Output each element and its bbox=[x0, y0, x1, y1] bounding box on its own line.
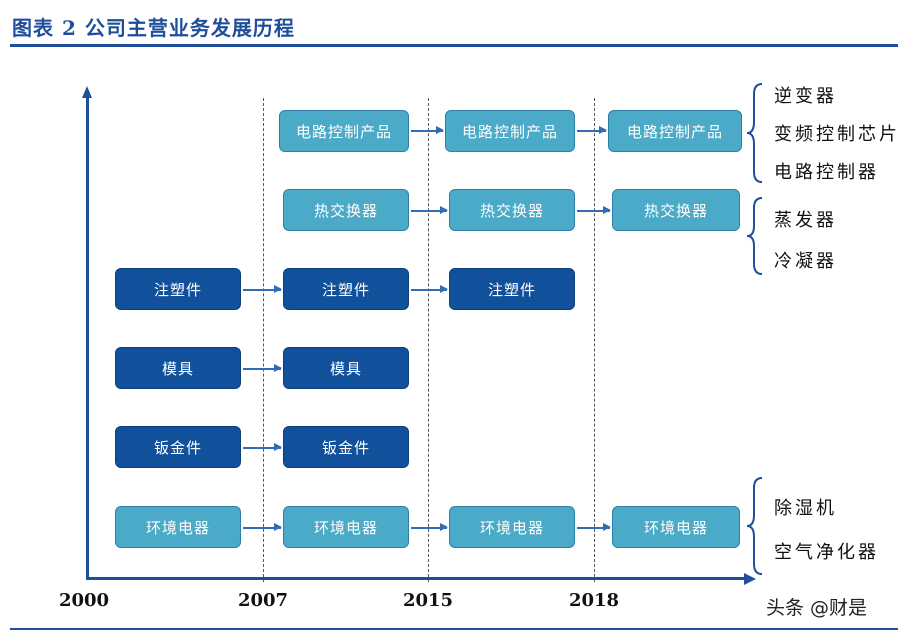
brace-item-condenser: 冷凝器 bbox=[774, 251, 837, 272]
brace-item-vfd-chip: 变频控制芯片 bbox=[774, 124, 900, 145]
brace-item-evaporator: 蒸发器 bbox=[774, 210, 837, 231]
connector-arrow bbox=[411, 286, 448, 292]
sheet-metal-box-2000: 钣金件 bbox=[115, 426, 241, 468]
environment-box-2000: 环境电器 bbox=[115, 506, 241, 548]
divider-2018 bbox=[594, 98, 595, 582]
y-axis-arrow-icon bbox=[82, 86, 92, 98]
connector-arrow bbox=[577, 524, 611, 530]
connector-arrow bbox=[411, 524, 448, 530]
brace-item-inverter: 逆变器 bbox=[774, 86, 837, 107]
connector-arrow bbox=[577, 207, 611, 213]
connector-arrow bbox=[243, 444, 282, 450]
heat-exchanger-box-2007: 热交换器 bbox=[283, 189, 409, 231]
figure-title: 图表 2 公司主营业务发展历程 bbox=[12, 16, 295, 40]
heat-exchanger-brace-icon bbox=[746, 197, 763, 275]
watermark-text: 头条 @财是 bbox=[766, 597, 868, 619]
x-axis-line bbox=[86, 577, 746, 580]
title-rule bbox=[10, 44, 898, 47]
y-axis-line bbox=[86, 96, 89, 580]
circuit-control-brace-icon bbox=[746, 83, 763, 183]
circuit-control-box-2015: 电路控制产品 bbox=[445, 110, 575, 152]
heat-exchanger-box-2015: 热交换器 bbox=[449, 189, 575, 231]
circuit-control-box-2018: 电路控制产品 bbox=[608, 110, 742, 152]
year-label-2018: 2018 bbox=[568, 590, 620, 611]
mold-box-2007: 模具 bbox=[283, 347, 409, 389]
divider-2007 bbox=[263, 98, 264, 582]
bottom-rule bbox=[10, 628, 898, 630]
year-label-2015: 2015 bbox=[402, 590, 454, 611]
divider-2015 bbox=[428, 98, 429, 582]
injection-box-2007: 注塑件 bbox=[283, 268, 409, 310]
sheet-metal-box-2007: 钣金件 bbox=[283, 426, 409, 468]
connector-arrow bbox=[411, 207, 448, 213]
year-label-2007: 2007 bbox=[237, 590, 289, 611]
brace-item-circuit-controller: 电路控制器 bbox=[774, 162, 879, 183]
injection-box-2015: 注塑件 bbox=[449, 268, 575, 310]
circuit-control-box-2007: 电路控制产品 bbox=[279, 110, 409, 152]
environment-box-2018: 环境电器 bbox=[612, 506, 740, 548]
environment-box-2015: 环境电器 bbox=[449, 506, 575, 548]
connector-arrow bbox=[243, 365, 282, 371]
injection-box-2000: 注塑件 bbox=[115, 268, 241, 310]
connector-arrow bbox=[243, 286, 282, 292]
connector-arrow bbox=[411, 127, 444, 133]
brace-item-dehumidifier: 除湿机 bbox=[774, 498, 837, 519]
connector-arrow bbox=[577, 127, 607, 133]
brace-item-air-purifier: 空气净化器 bbox=[774, 542, 879, 563]
connector-arrow bbox=[243, 524, 282, 530]
x-axis-arrow-icon bbox=[744, 572, 756, 585]
year-label-2000: 2000 bbox=[58, 590, 110, 611]
heat-exchanger-box-2018: 热交换器 bbox=[612, 189, 740, 231]
environment-box-2007: 环境电器 bbox=[283, 506, 409, 548]
mold-box-2000: 模具 bbox=[115, 347, 241, 389]
environment-brace-icon bbox=[746, 477, 763, 575]
